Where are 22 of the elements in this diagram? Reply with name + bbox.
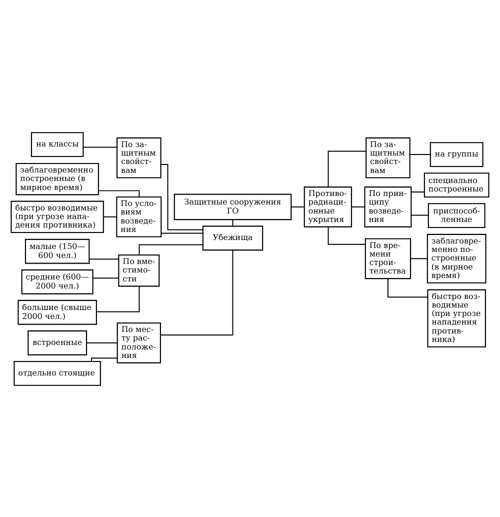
connector	[290, 206, 305, 207]
connector	[328, 226, 366, 244]
connector	[88, 258, 120, 260]
connector	[86, 342, 118, 343]
connector	[410, 191, 425, 192]
connector	[103, 216, 117, 217]
connector	[98, 190, 140, 197]
connector	[160, 249, 234, 335]
connector	[387, 278, 428, 298]
connector	[232, 218, 234, 226]
connector	[92, 277, 119, 278]
connector	[96, 285, 140, 312]
connector	[90, 357, 118, 362]
connector	[82, 146, 118, 148]
connector	[160, 232, 204, 234]
connector	[160, 164, 204, 230]
connector	[410, 214, 429, 216]
connector	[410, 258, 428, 259]
connector	[350, 206, 366, 207]
connector	[409, 154, 431, 155]
connector	[328, 150, 367, 187]
connector	[138, 244, 204, 255]
